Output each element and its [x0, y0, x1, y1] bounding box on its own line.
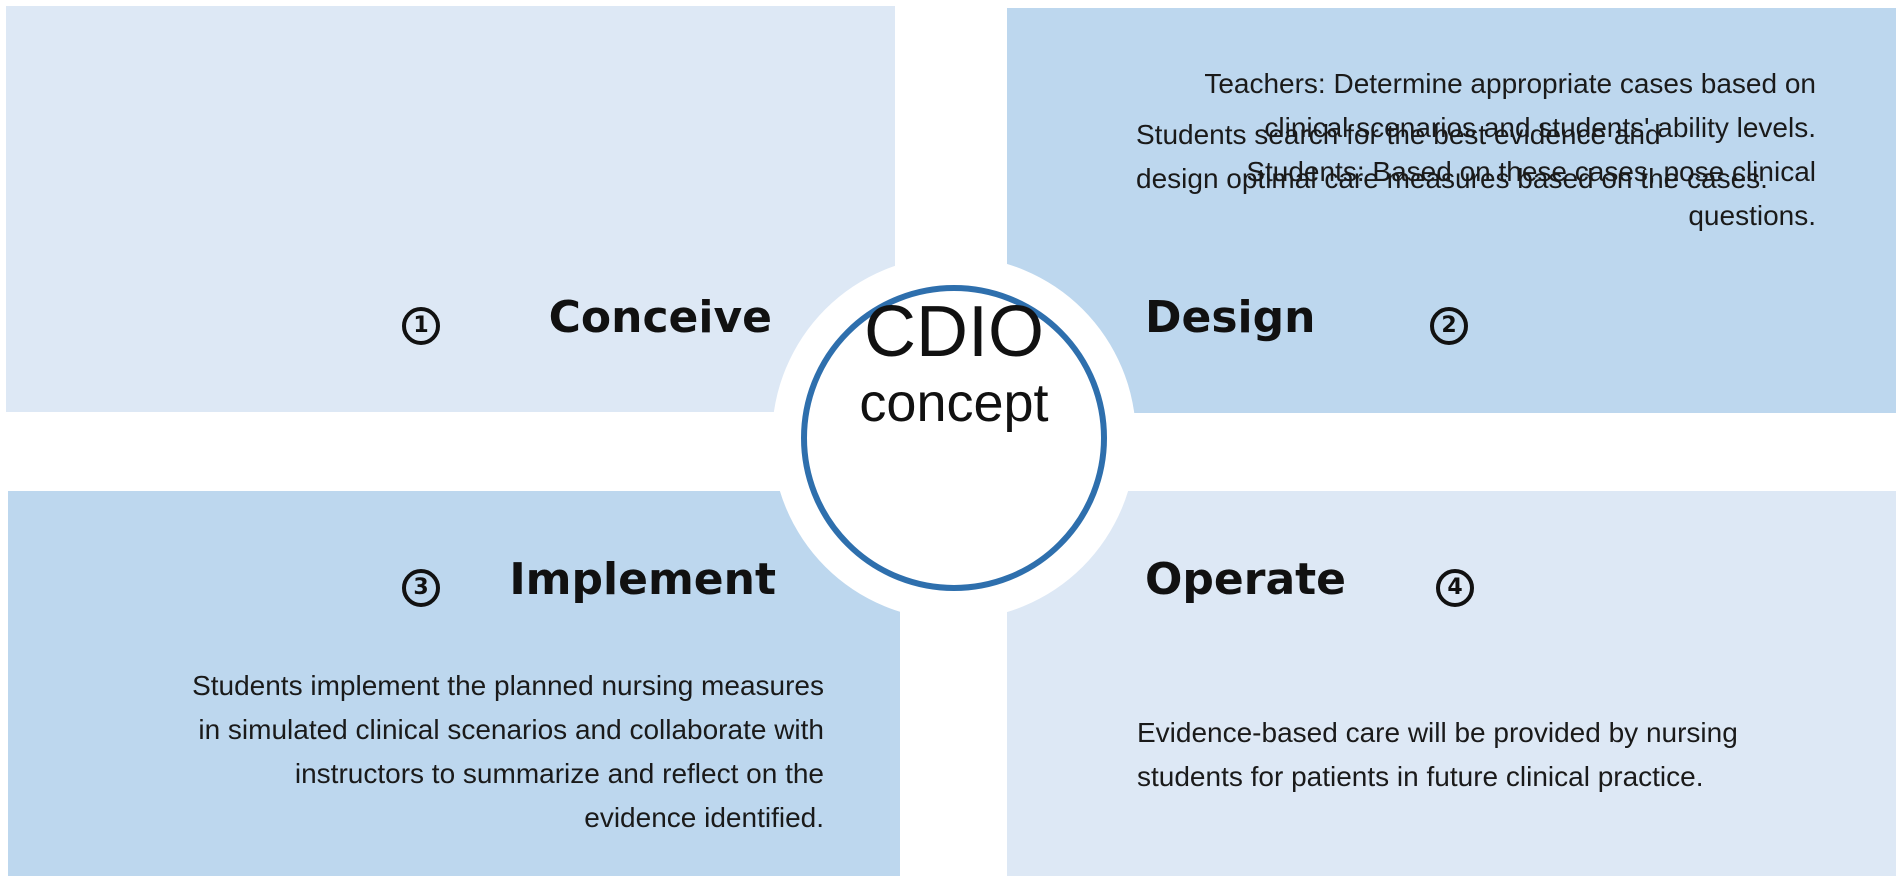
implement-description-line: in simulated clinical scenarios and coll…: [198, 714, 824, 745]
step-number-badge: 4: [1436, 569, 1474, 607]
design-description: Students search for the best evidence an…: [1136, 113, 1768, 201]
design-title: Design: [1145, 292, 1316, 343]
step-number-badge: 1: [402, 307, 440, 345]
conceive-description-line: questions.: [1688, 200, 1816, 231]
implement-description-line: instructors to summarize and reflect on …: [294, 758, 824, 789]
implement-description: Students implement the planned nursing m…: [192, 664, 824, 840]
conceive-panel: [6, 6, 895, 412]
step-number-badge: 2: [1430, 307, 1468, 345]
conceive-description: Teachers: Determine appropriate cases ba…: [1204, 62, 1816, 238]
operate-description-line: Evidence-based care will be provided by …: [1137, 717, 1738, 748]
implement-description-line: Students implement the planned nursing m…: [192, 670, 824, 701]
conceive-description-line: Students: Based on these cases, pose cli…: [1246, 156, 1816, 187]
operate-description-line: students for patients in future clinical…: [1137, 761, 1704, 792]
step-number-badge: 3: [402, 569, 440, 607]
center-label: CDIO concept: [804, 290, 1104, 432]
conceive-description-line: clinical scenarios and students' ability…: [1264, 112, 1816, 143]
operate-description: Evidence-based care will be provided by …: [1137, 711, 1738, 799]
conceive-description-line: Teachers: Determine appropriate cases ba…: [1204, 68, 1816, 99]
operate-panel: [1007, 491, 1896, 876]
implement-panel: [8, 491, 900, 876]
operate-title: Operate: [1145, 554, 1347, 605]
center-subtitle: concept: [859, 373, 1049, 433]
center-title: CDIO: [864, 292, 1044, 372]
design-description-line: design optimal care measures based on th…: [1136, 163, 1768, 194]
design-panel: [1007, 8, 1896, 413]
design-description-line: Students search for the best evidence an…: [1136, 119, 1661, 150]
conceive-title: Conceive: [548, 292, 772, 343]
implement-description-line: evidence identified.: [584, 802, 824, 833]
implement-title: Implement: [509, 554, 776, 605]
